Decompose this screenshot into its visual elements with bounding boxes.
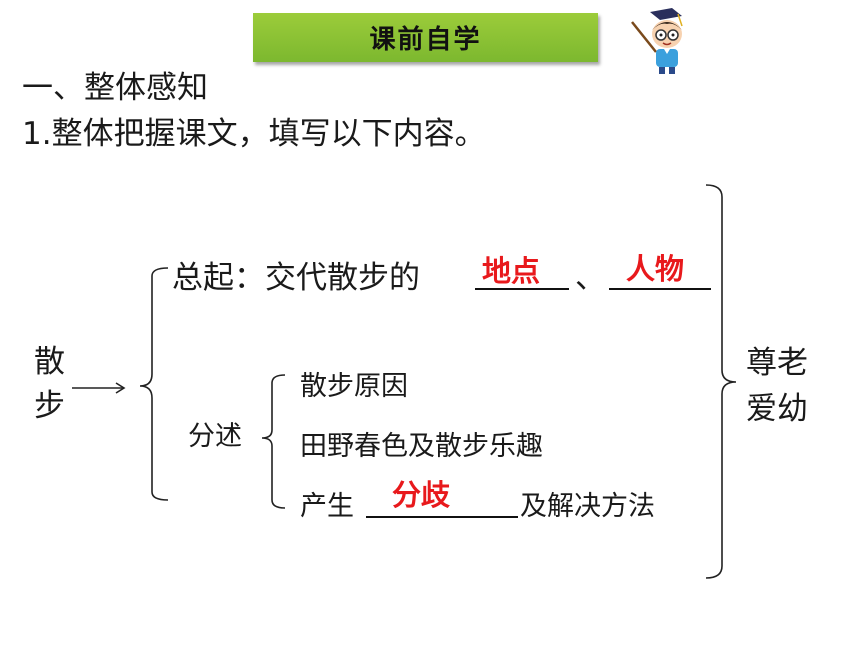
details-label: 分述: [188, 421, 242, 452]
section-heading: 一、整体感知: [22, 70, 208, 106]
detail-item-reason: 散步原因: [300, 371, 408, 402]
task-instruction: 1.整体把握课文，填写以下内容。: [22, 116, 486, 152]
blank-people: [609, 288, 711, 290]
theme-text: 尊老爱幼: [746, 345, 808, 427]
answer-location: 地点: [482, 254, 541, 288]
diagram-root: 散步: [34, 344, 65, 424]
intro-separator: 、: [575, 260, 606, 296]
teacher-cartoon-icon: [631, 8, 683, 74]
section-banner: 课前自学: [253, 13, 598, 62]
intro-label: 总起：交代散步的: [172, 260, 420, 296]
detail-item3-prefix: 产生: [300, 491, 354, 522]
blank-disagreement: [366, 516, 518, 518]
detail-item-scenery: 田野春色及散步乐趣: [300, 431, 543, 462]
answer-disagreement: 分歧: [392, 478, 451, 512]
blank-location: [475, 288, 569, 290]
banner-title: 课前自学: [369, 25, 482, 55]
answer-people: 人物: [626, 252, 685, 286]
detail-item3-suffix: 及解决方法: [520, 491, 655, 522]
